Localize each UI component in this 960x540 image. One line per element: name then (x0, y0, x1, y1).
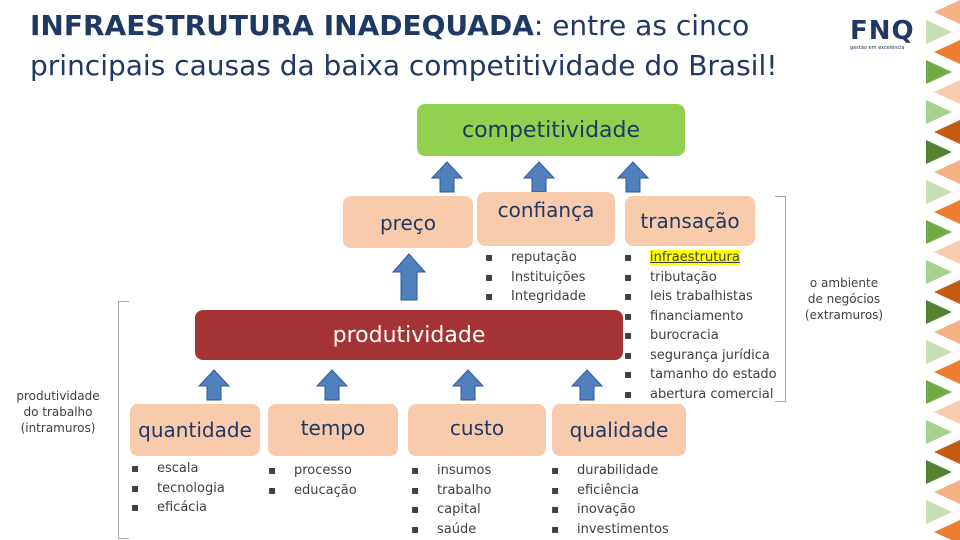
competitividade-label: competitividade (462, 118, 640, 143)
right-bracket (775, 196, 786, 402)
list-item: investimentos (551, 520, 669, 540)
left-note-line: produtividade (8, 388, 108, 404)
list-item: insumos (411, 461, 491, 481)
left-note: produtividade do trabalho (intramuros) (8, 388, 108, 436)
confianca-label: confiança (498, 198, 595, 222)
list-item: segurança jurídica (624, 346, 777, 366)
confianca-list: reputação Instituições Integridade (485, 248, 586, 307)
left-note-line: do trabalho (8, 404, 108, 420)
custo-box: custo (408, 404, 546, 456)
tempo-label: tempo (301, 416, 366, 440)
list-item: escala (131, 459, 225, 479)
arrow-up-icon (199, 370, 229, 400)
custo-list: insumos trabalho capital saúde (411, 461, 491, 539)
preco-box: preço (343, 196, 473, 248)
list-item: processo (268, 461, 357, 481)
qualidade-list: durabilidade eficiência inovação investi… (551, 461, 669, 539)
custo-label: custo (450, 416, 504, 440)
list-item: infraestrutura (624, 248, 777, 268)
infraestrutura-highlight: infraestrutura (650, 250, 740, 265)
arrow-up-icon (453, 370, 483, 400)
arrow-up-icon (618, 162, 648, 192)
left-bracket (118, 301, 129, 539)
list-item: reputação (485, 248, 586, 268)
list-item: capital (411, 500, 491, 520)
list-item: tributação (624, 268, 777, 288)
right-note-line: de negócios (796, 291, 892, 307)
list-item: saúde (411, 520, 491, 540)
qualidade-label: qualidade (570, 418, 669, 442)
qualidade-box: qualidade (552, 404, 686, 456)
transacao-box: transação (625, 196, 755, 246)
arrow-up-icon (393, 254, 425, 300)
produtividade-box: produtividade (195, 310, 623, 360)
left-note-line: (intramuros) (8, 420, 108, 436)
quantidade-box: quantidade (130, 404, 260, 456)
list-item: durabilidade (551, 461, 669, 481)
list-item: inovação (551, 500, 669, 520)
tempo-list: processo educação (268, 461, 357, 500)
confianca-box: confiança (477, 192, 615, 246)
list-item: leis trabalhistas (624, 287, 777, 307)
list-item: burocracia (624, 326, 777, 346)
right-note-line: (extramuros) (796, 307, 892, 323)
list-item: abertura comercial (624, 385, 777, 405)
transacao-list: infraestrutura tributação leis trabalhis… (624, 248, 777, 404)
arrow-up-icon (524, 162, 554, 192)
arrow-up-icon (317, 370, 347, 400)
preco-label: preço (380, 211, 436, 235)
right-note-line: o ambiente (796, 275, 892, 291)
arrow-up-icon (572, 370, 602, 400)
list-item: eficácia (131, 498, 225, 518)
produtividade-label: produtividade (333, 323, 486, 348)
list-item: Instituições (485, 268, 586, 288)
list-item: educação (268, 481, 357, 501)
list-item: tecnologia (131, 479, 225, 499)
transacao-label: transação (640, 209, 739, 233)
list-item: financiamento (624, 307, 777, 327)
list-item: eficiência (551, 481, 669, 501)
arrow-up-icon (432, 162, 462, 192)
quantidade-label: quantidade (138, 418, 252, 442)
right-note: o ambiente de negócios (extramuros) (796, 275, 892, 323)
tempo-box: tempo (268, 404, 398, 456)
list-item: tamanho do estado (624, 365, 777, 385)
competitividade-box: competitividade (417, 104, 685, 156)
quantidade-list: escala tecnologia eficácia (131, 459, 225, 518)
list-item: Integridade (485, 287, 586, 307)
list-item: trabalho (411, 481, 491, 501)
